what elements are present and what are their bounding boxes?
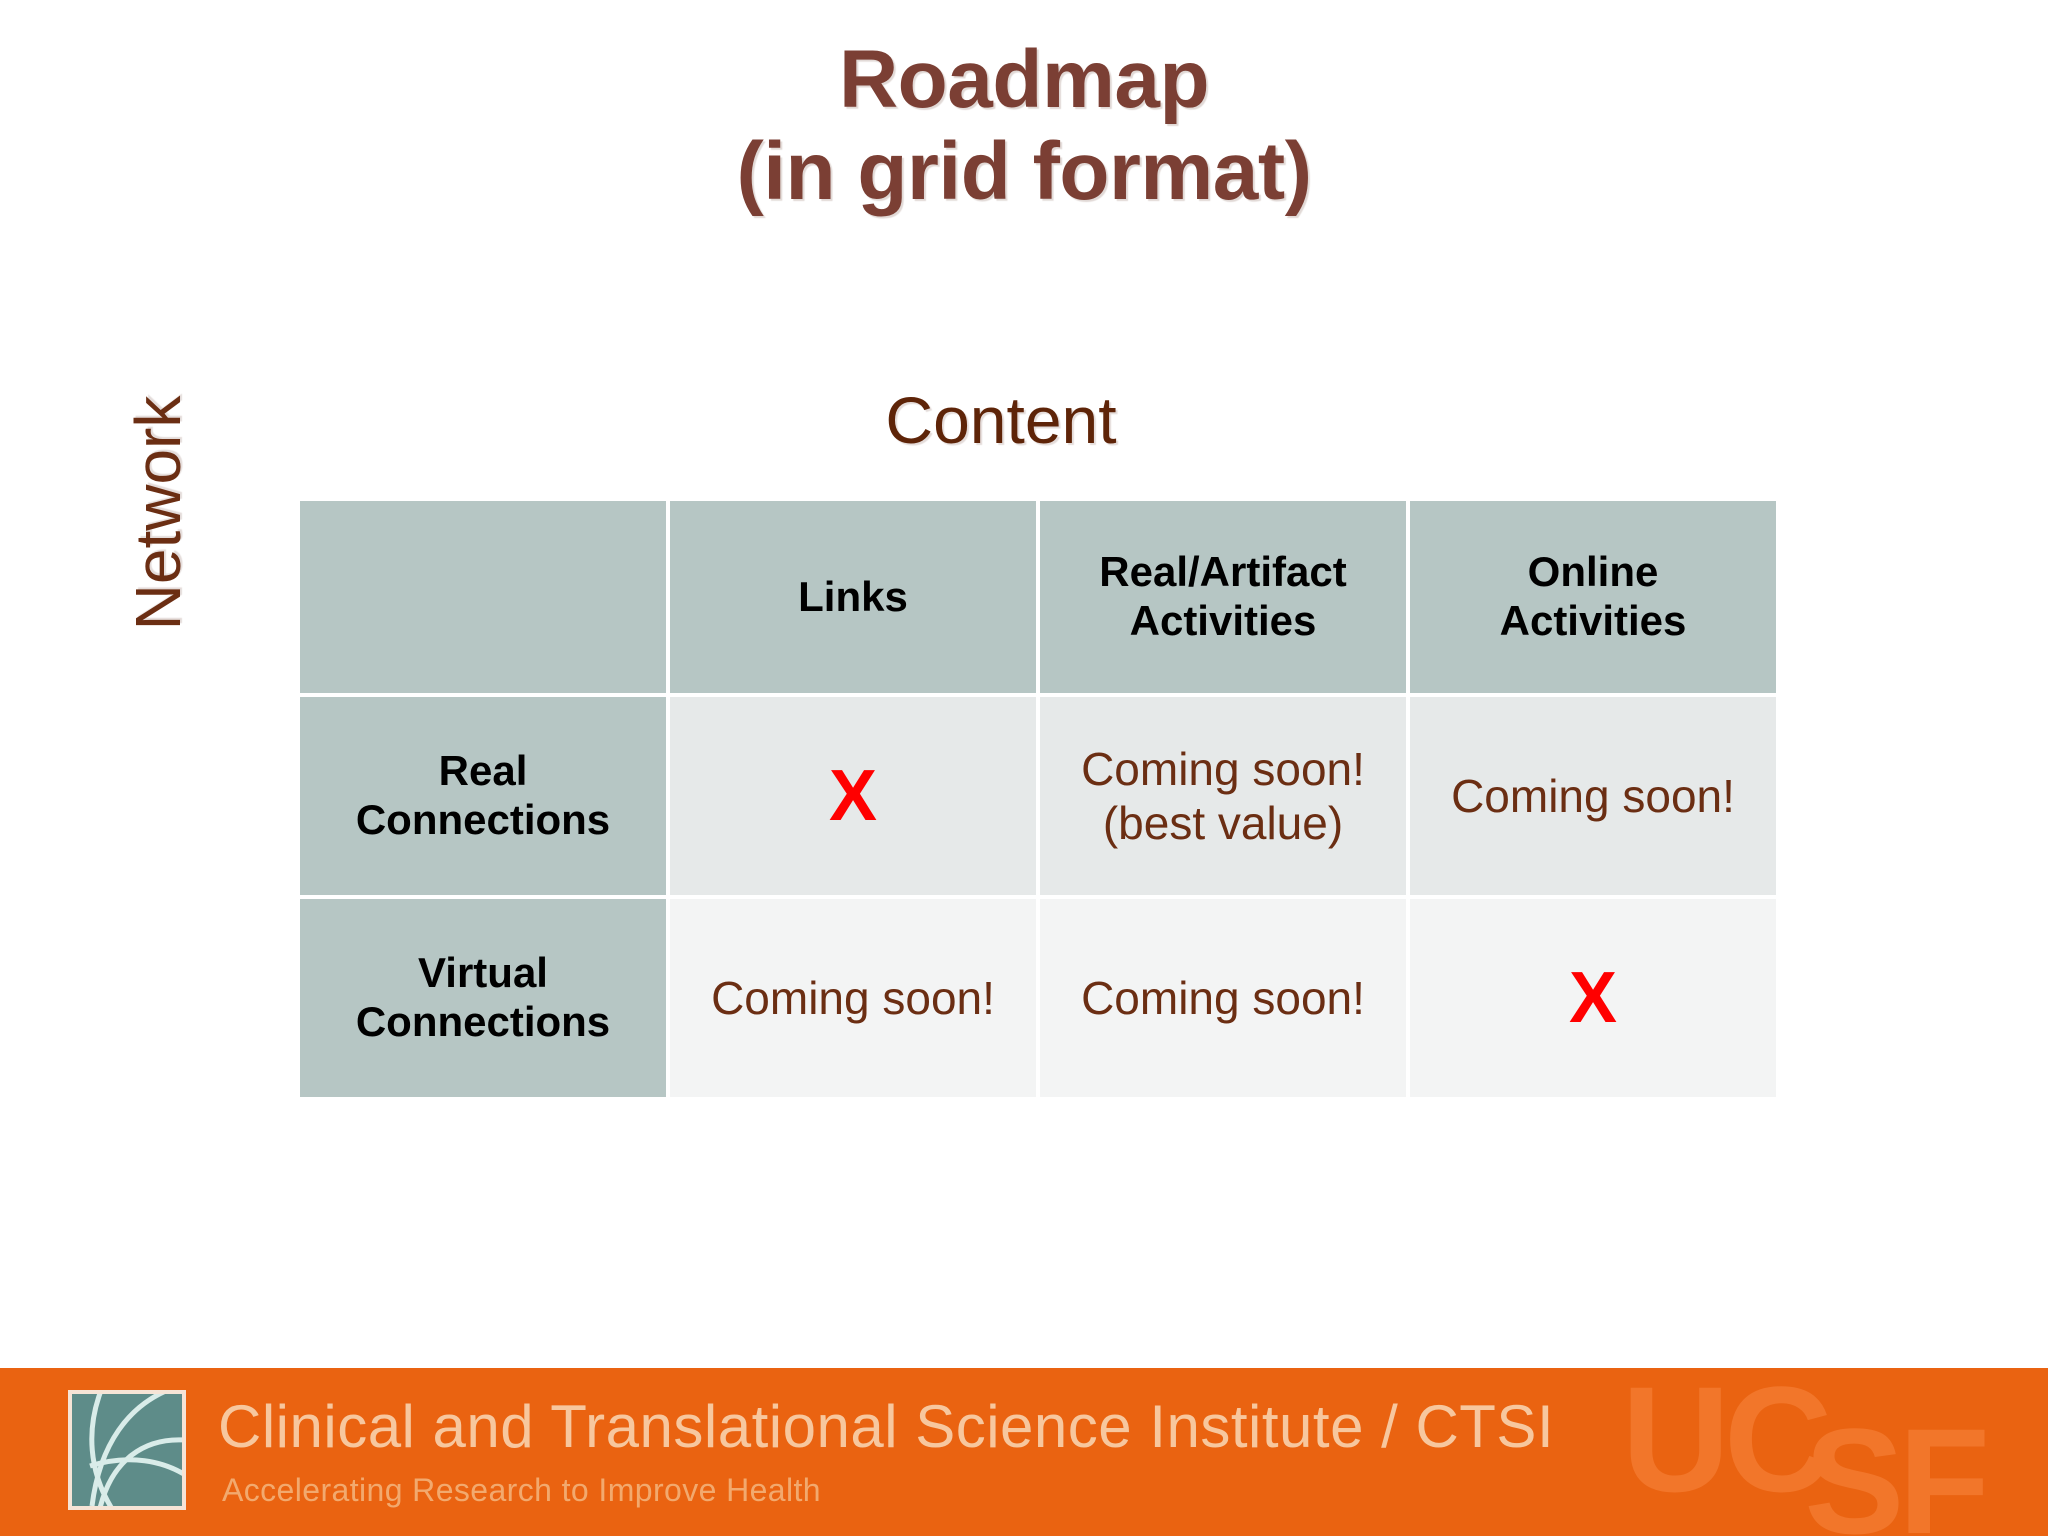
ctsi-logo-icon	[68, 1390, 186, 1510]
roadmap-grid: Links Real/Artifact Activities Online Ac…	[296, 497, 1780, 1101]
cell-real-online-activities: Coming soon!	[1410, 697, 1776, 895]
page-title-line-1: Roadmap	[838, 34, 1210, 125]
column-header-online-line-2: Activities	[1499, 597, 1687, 644]
column-header-online-line-1: Online	[1527, 548, 1659, 596]
column-axis-label-text: Content	[885, 383, 1117, 457]
column-header-links: Links	[670, 501, 1036, 693]
ucsf-watermark-uc: UC	[1621, 1368, 1833, 1523]
row-axis-label: Network	[122, 395, 194, 631]
ucsf-watermark-sf: SF	[1804, 1397, 1990, 1536]
page-title-line-2: (in grid format)	[736, 125, 1312, 217]
column-header-real-artifact-line-2: Activities	[1129, 597, 1317, 644]
row-header-virtual-line-1: Virtual	[418, 949, 548, 997]
cell-virtual-real-artifact-activities: Coming soon!	[1040, 899, 1406, 1097]
column-axis-label: Content	[0, 382, 2048, 458]
ctsi-wordmark: Clinical and Translational Science Insti…	[218, 1393, 1555, 1460]
cell-real-real-artifact-line-2: (best value)	[1102, 797, 1344, 849]
grid-row-virtual-connections: Virtual Connections Coming soon! Coming …	[300, 899, 1776, 1097]
cell-virtual-online-activities: X	[1410, 899, 1776, 1097]
x-mark-icon: X	[1568, 958, 1618, 1038]
ctsi-tagline: Accelerating Research to Improve Health	[222, 1472, 821, 1508]
cell-virtual-real-artifact-line-1: Coming soon!	[1081, 971, 1365, 1024]
x-mark-icon: X	[828, 756, 878, 836]
footer-bar: Clinical and Translational Science Insti…	[0, 1368, 2048, 1536]
cell-real-real-artifact-line-1: Coming soon!	[1081, 742, 1365, 795]
row-header-real-line-1: Real	[438, 747, 528, 795]
column-header-real-artifact-line-1: Real/Artifact	[1099, 548, 1347, 596]
cell-real-links: X	[670, 697, 1036, 895]
column-header-links-line-1: Links	[798, 572, 908, 620]
grid-header-row: Links Real/Artifact Activities Online Ac…	[300, 501, 1776, 693]
row-header-virtual-line-2: Connections	[355, 998, 611, 1045]
row-header-virtual-connections: Virtual Connections	[300, 899, 666, 1097]
row-header-real-connections: Real Connections	[300, 697, 666, 895]
page-title: Roadmap (in grid format)	[0, 34, 2048, 218]
row-header-real-line-2: Connections	[355, 796, 611, 843]
column-header-online-activities: Online Activities	[1410, 501, 1776, 693]
grid-corner-cell	[300, 501, 666, 693]
ucsf-watermark-logo: UCSF	[1622, 1368, 2006, 1536]
cell-real-real-artifact-activities: Coming soon! (best value)	[1040, 697, 1406, 895]
cell-real-online-line-1: Coming soon!	[1451, 769, 1735, 822]
column-header-real-artifact-activities: Real/Artifact Activities	[1040, 501, 1406, 693]
grid-row-real-connections: Real Connections X Coming soon! (best va…	[300, 697, 1776, 895]
cell-virtual-links: Coming soon!	[670, 899, 1036, 1097]
cell-virtual-links-line-1: Coming soon!	[711, 971, 995, 1024]
